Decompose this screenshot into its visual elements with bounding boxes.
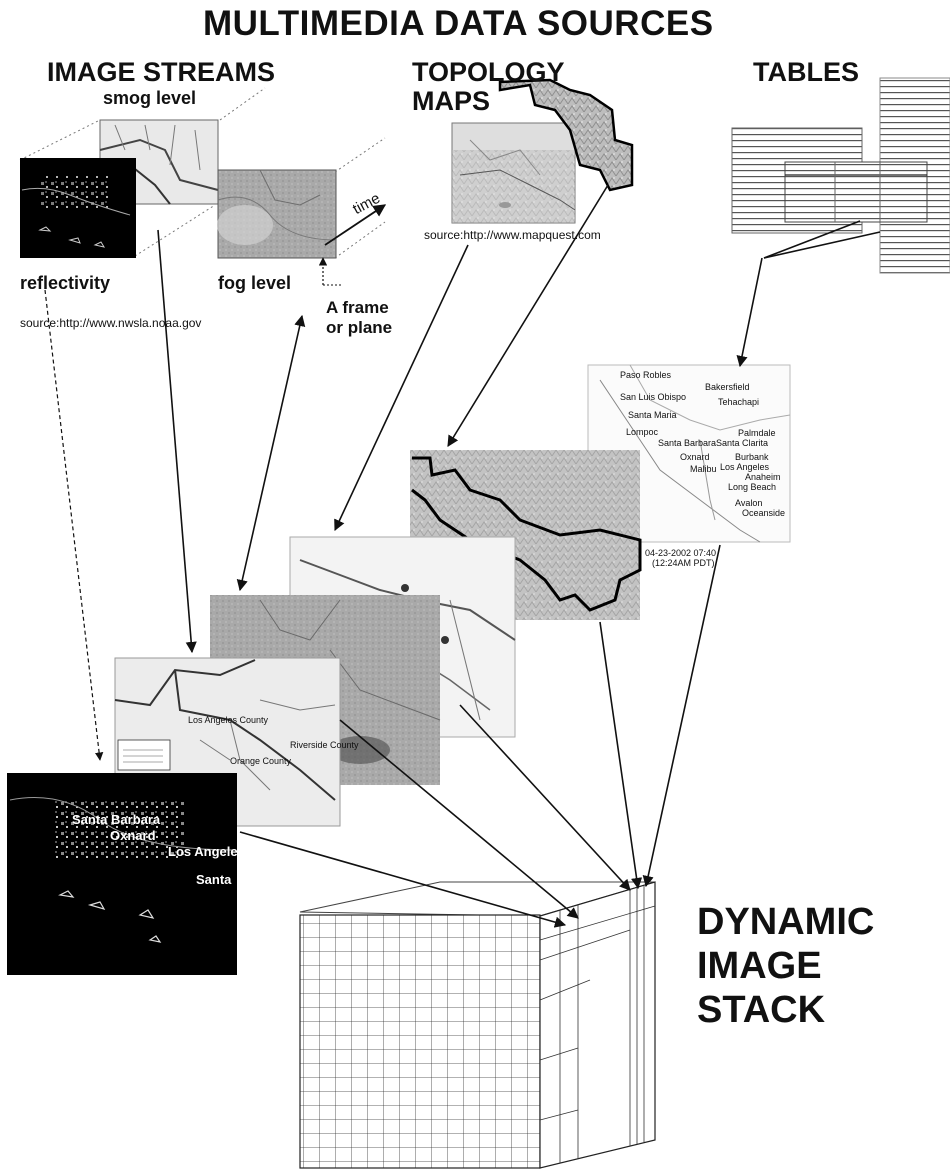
- map-timestamp-line1: 04-23-2002 07:40: [645, 548, 717, 558]
- topology-map-thumbnail: [451, 78, 634, 224]
- source-nws: source:http://www.nwsla.noaa.gov: [20, 316, 202, 330]
- header-image-streams: IMAGE STREAMS: [47, 57, 276, 87]
- source-mapquest: source:http://www.mapquest.com: [424, 228, 601, 242]
- label-frame-line1: A frame: [326, 298, 389, 317]
- header-topology-line2: MAPS: [412, 86, 491, 116]
- city-label: Santa Maria: [628, 410, 677, 420]
- time-axis-arrow: [324, 204, 387, 246]
- city-label: Malibu: [690, 464, 717, 474]
- reflect-city-label: Santa Barbara: [72, 812, 161, 827]
- county-label: Riverside County: [290, 740, 359, 750]
- city-label: Palmdale: [738, 428, 776, 438]
- stack-label-line2: IMAGE: [697, 945, 822, 987]
- city-label: Bakersfield: [705, 382, 750, 392]
- map-timestamp-line2: (12:24AM PDT): [652, 558, 715, 568]
- label-fog-level: fog level: [218, 273, 292, 293]
- city-label: Burbank: [735, 452, 769, 462]
- reflectivity-front-layer: [7, 773, 237, 975]
- county-label: Los Angeles County: [188, 715, 269, 725]
- reflect-city-label: Santa: [196, 872, 232, 887]
- city-label: Santa Barbara: [658, 438, 717, 448]
- flow-arrows: [44, 184, 881, 928]
- city-label: Avalon: [735, 498, 763, 508]
- city-label: Paso Robles: [620, 370, 672, 380]
- city-label: Anaheim: [745, 472, 781, 482]
- stack-label-line1: DYNAMIC: [697, 901, 875, 943]
- reflect-city-label: Oxnard: [110, 828, 156, 843]
- city-label: Santa Clarita: [716, 438, 769, 448]
- header-tables: TABLES: [753, 57, 859, 87]
- header-topology-line1: TOPOLOGY: [412, 57, 565, 87]
- city-label: Los Angeles: [720, 462, 770, 472]
- city-label: Lompoc: [626, 427, 659, 437]
- city-label: Tehachapi: [718, 397, 760, 407]
- county-label: Orange County: [230, 756, 292, 766]
- label-reflectivity: reflectivity: [20, 273, 111, 293]
- image-stack-cube: [299, 881, 656, 1169]
- label-frame-line2: or plane: [326, 318, 393, 337]
- city-label: San Luis Obispo: [620, 392, 687, 402]
- stack-label-line3: STACK: [697, 989, 826, 1031]
- diagram-title: MULTIMEDIA DATA SOURCES: [203, 4, 714, 43]
- fog-level-thumbnail: [217, 169, 337, 259]
- city-label: Oxnard: [680, 452, 710, 462]
- city-label: Oceanside: [742, 508, 786, 518]
- tables-thumbnail: [731, 77, 950, 274]
- label-smog-level: smog level: [103, 88, 197, 108]
- city-label: Long Beach: [728, 482, 777, 492]
- reflectivity-thumbnail: [20, 158, 136, 258]
- reflect-city-label: Los Angeles: [168, 844, 245, 859]
